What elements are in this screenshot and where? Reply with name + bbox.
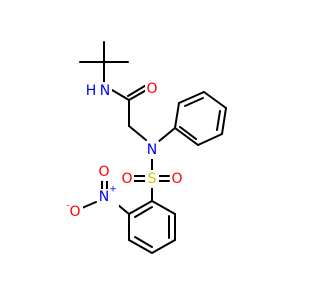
sulfonamide-nitrogen-label-background <box>145 141 159 159</box>
right-sulfonyl-oxygen-label: O <box>171 171 182 187</box>
bond <box>134 236 153 248</box>
bond <box>197 133 223 146</box>
bond <box>221 107 227 135</box>
top-nitro-oxygen-label: O <box>98 164 109 180</box>
sulfur-label-background <box>145 170 159 188</box>
left-nitro-oxygen-label-background <box>63 203 83 223</box>
sulfur-label: S <box>148 171 157 187</box>
bond <box>157 127 176 143</box>
bond <box>184 97 204 107</box>
bond <box>178 91 205 104</box>
bond <box>203 91 227 109</box>
left-nitro-oxygen-charge-label: - <box>66 201 69 211</box>
bond <box>134 206 153 218</box>
bond <box>128 239 153 254</box>
nitro-nitrogen-label-background <box>97 189 119 209</box>
bond <box>179 126 197 140</box>
left-sulfonyl-oxygen-label-background <box>120 170 134 188</box>
amide-hn-label-background <box>84 82 112 100</box>
bond <box>81 201 97 209</box>
bond <box>111 89 130 101</box>
molecule-structure-diagram: H N O N S O O N + O O - <box>63 41 227 254</box>
carbonyl-oxygen-label-background <box>145 80 159 98</box>
amide-nitrogen-label: N <box>100 83 110 99</box>
amide-hydrogen-label: H <box>86 83 97 99</box>
bond <box>127 83 149 97</box>
bond <box>128 125 147 141</box>
top-nitro-oxygen-label-background <box>97 163 111 181</box>
bond <box>216 110 221 131</box>
bond <box>174 127 199 146</box>
right-sulfonyl-oxygen-label-background <box>170 170 184 188</box>
left-nitro-oxygen-label: O <box>69 204 80 220</box>
nitro-nitrogen-charge-label: + <box>109 185 117 195</box>
bond <box>174 102 180 129</box>
left-sulfonyl-oxygen-label: O <box>121 171 132 187</box>
bond <box>128 200 153 215</box>
sulfonamide-nitrogen-label: N <box>147 142 157 158</box>
nitro-nitrogen-label: N <box>99 189 109 205</box>
carbonyl-oxygen-label: O <box>146 81 157 97</box>
bond <box>151 239 176 254</box>
bond <box>151 200 176 215</box>
